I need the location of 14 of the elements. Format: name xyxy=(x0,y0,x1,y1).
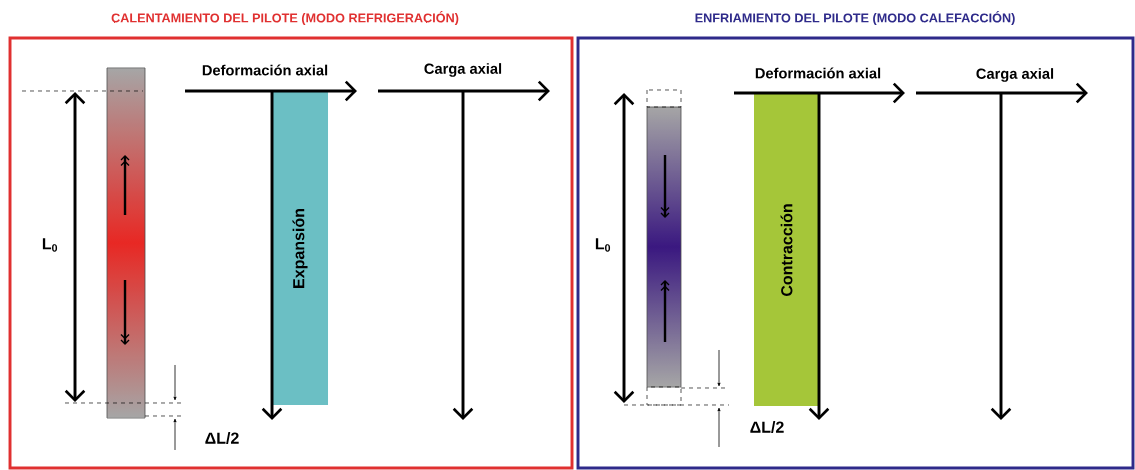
axis-label: Deformación axial xyxy=(202,64,328,76)
deformation-band: Expansión xyxy=(272,92,328,405)
axis-label: Deformación axial xyxy=(755,67,881,79)
pile-bar xyxy=(646,106,682,388)
axis-label: Carga axial xyxy=(424,63,502,77)
node-label: CALENTAMIENTO DEL PILOTE (MODO REFRIGERACIÓN) xyxy=(111,11,459,25)
dimension-label: L$_{0}$ xyxy=(595,238,611,252)
dimension-label: ΔL/2 xyxy=(205,432,239,444)
dimension-label: ΔL/2 xyxy=(750,421,784,433)
deformation-band: Contracción xyxy=(754,94,819,406)
dimension-label: L$_{0}$ xyxy=(42,238,58,252)
node-label: ENFRIAMIENTO DEL PILOTE (MODO CALEFACCIÓN) xyxy=(695,11,1015,25)
pile-bar xyxy=(106,67,146,419)
axis-label: Carga axial xyxy=(976,68,1054,82)
